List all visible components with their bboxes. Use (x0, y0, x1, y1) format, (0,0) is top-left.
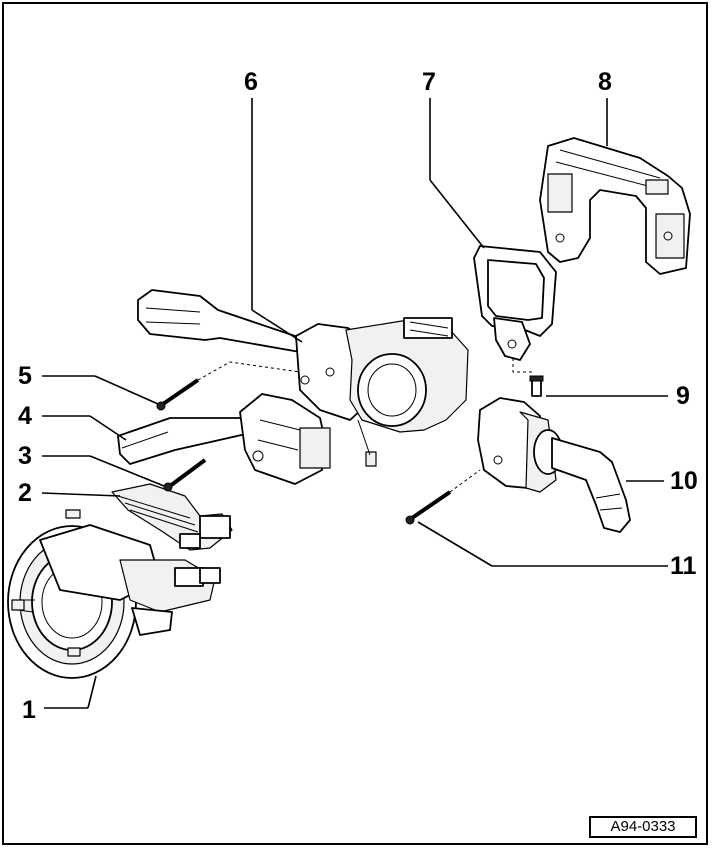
part-9-screw (512, 340, 544, 397)
callout-7: 7 (422, 68, 436, 96)
part-3-screw (163, 458, 207, 492)
callout-11: 11 (670, 552, 697, 580)
part-2-angle-sensor (111, 483, 233, 551)
part-1-slip-ring (7, 509, 221, 679)
callout-10: 10 (670, 467, 698, 495)
callout-9: 9 (676, 382, 690, 410)
callout-3: 3 (18, 442, 32, 470)
leader-lines (41, 98, 668, 709)
figure-reference: A94-0333 (589, 816, 697, 838)
callout-4: 4 (18, 402, 32, 430)
callout-6: 6 (244, 68, 258, 96)
part-6-switch-housing (137, 289, 469, 467)
callout-8: 8 (598, 68, 612, 96)
callout-5: 5 (18, 362, 32, 390)
diagram-border (2, 2, 708, 845)
callout-1: 1 (22, 696, 36, 724)
part-7-frame (473, 245, 557, 361)
part-5-screw (156, 361, 301, 411)
part-10-lever-switch (477, 397, 631, 533)
part-11-screw (405, 469, 481, 525)
part-4-wiper-lever (117, 393, 331, 485)
part-8-bracket (539, 137, 691, 275)
callout-2: 2 (18, 479, 32, 507)
